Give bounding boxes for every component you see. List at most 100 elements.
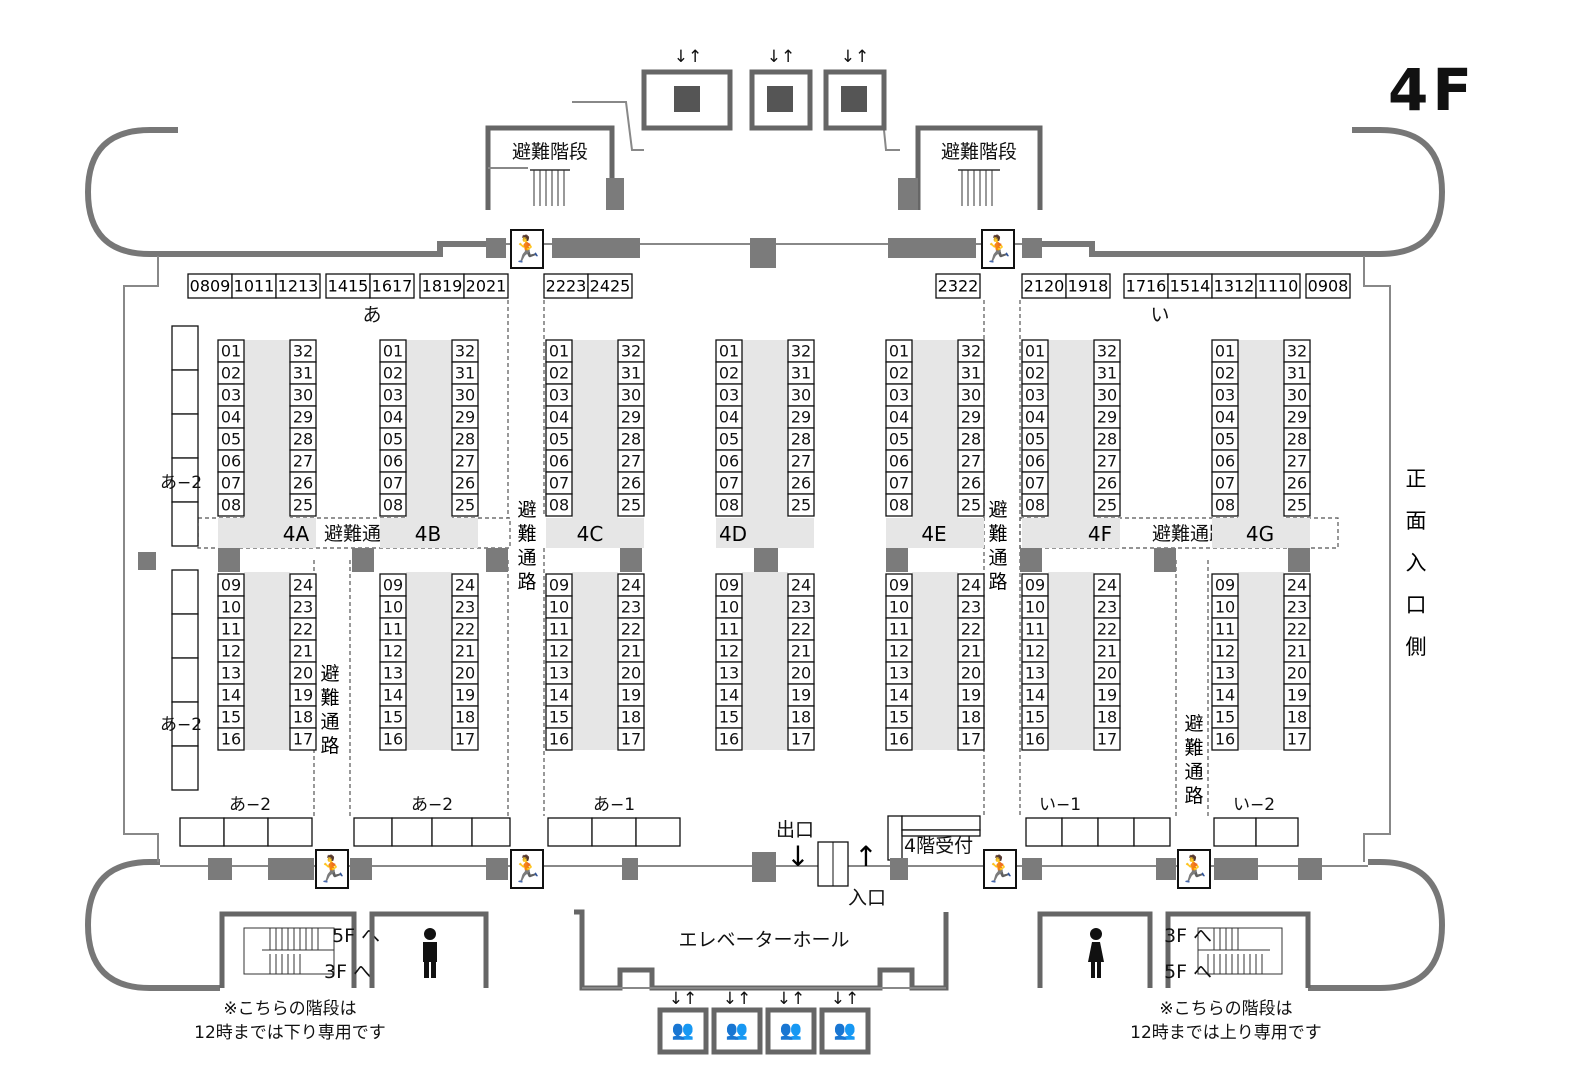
- booth-number: 05: [1215, 430, 1235, 449]
- booth-cell: 02: [1211, 361, 1239, 385]
- booth-cell: 05: [715, 427, 743, 451]
- booth-number: 31: [791, 364, 811, 383]
- front-entrance-char: 側: [1406, 635, 1427, 659]
- booth-number: 04: [549, 408, 569, 427]
- bottom-a2-1-label: あ−2: [229, 795, 271, 815]
- booth-number: 11: [1215, 620, 1235, 639]
- booth-number: 10: [889, 598, 909, 617]
- booth-number: 14: [1025, 686, 1045, 705]
- booth-cell: 14: [545, 683, 573, 707]
- front-entrance-char: 入: [1406, 551, 1427, 575]
- booth-cell: 32: [957, 339, 985, 363]
- booth-number: 15: [1215, 708, 1235, 727]
- booth-number: 20: [293, 664, 313, 683]
- booth-number: 14: [1215, 686, 1235, 705]
- booth-cell: 07: [545, 471, 573, 495]
- arrow-up-down-icon: ↓↑: [674, 47, 703, 67]
- booth-cell: 29: [1093, 405, 1121, 429]
- svg-text:🏃: 🏃: [1178, 854, 1210, 885]
- booth-number: 05: [221, 430, 241, 449]
- booth-number: 08: [1215, 496, 1235, 515]
- booth-cell: 31: [451, 361, 479, 385]
- booth-cell: 32: [289, 339, 317, 363]
- booth-number: 28: [961, 430, 981, 449]
- emergency-exit-icon: 🏃: [510, 229, 544, 269]
- booth-cell: 01: [1211, 339, 1239, 363]
- booth-number: 30: [961, 386, 981, 405]
- booth-number: 25: [293, 496, 313, 515]
- booth-number: 14: [889, 686, 909, 705]
- booth-number: 12: [1025, 642, 1045, 661]
- booth-number: 12: [719, 642, 739, 661]
- booth-cell: 06: [379, 449, 407, 473]
- booth-number: 20: [1287, 664, 1307, 683]
- booth-cell: 28: [787, 427, 815, 451]
- booth-number: 08: [889, 496, 909, 515]
- men-restroom-icon: [423, 928, 437, 978]
- booth-cell: 12: [715, 639, 743, 663]
- booth-number: 17: [1287, 730, 1307, 749]
- wall-booth: 1213: [275, 273, 321, 299]
- reception-label: 4階受付: [904, 835, 973, 857]
- booth-number: 05: [549, 430, 569, 449]
- booth-cell: 22: [451, 617, 479, 641]
- booth-number: 18: [1097, 708, 1117, 727]
- wall-booth-number: 1819: [422, 277, 463, 296]
- booth-number: 12: [383, 642, 403, 661]
- booth-cell: 07: [1021, 471, 1049, 495]
- note-left-line1: ※こちらの階段は: [223, 999, 356, 1019]
- booth-cell: 11: [1211, 617, 1239, 641]
- booth-number: 11: [719, 620, 739, 639]
- bottom-a1-label: あ−1: [593, 795, 635, 815]
- booth-number: 32: [621, 342, 641, 361]
- booth-number: 21: [961, 642, 981, 661]
- booth-cell: 16: [1211, 727, 1239, 751]
- floor-title: 4F: [1388, 56, 1476, 124]
- booth-cell: 25: [289, 493, 317, 517]
- booth-cell: 22: [787, 617, 815, 641]
- booth-number: 17: [293, 730, 313, 749]
- booth-cell: 05: [885, 427, 913, 451]
- booth-number: 17: [455, 730, 475, 749]
- booth-cell: 31: [289, 361, 317, 385]
- booth-number: 26: [1287, 474, 1307, 493]
- booth-number: 06: [221, 452, 241, 471]
- booth-cell: 24: [957, 573, 985, 597]
- booth-cell: 02: [379, 361, 407, 385]
- evac-vertical-char: 避: [517, 499, 536, 521]
- booth-cell: 26: [289, 471, 317, 495]
- booth-cell: 18: [787, 705, 815, 729]
- wall-booth-number: 1312: [1214, 277, 1255, 296]
- arrow-down-icon: ↓: [786, 840, 809, 873]
- booth-cell: 25: [451, 493, 479, 517]
- booth-number: 10: [221, 598, 241, 617]
- booth-cell: 09: [1021, 573, 1049, 597]
- bottom-a2-2-label: あ−2: [411, 795, 453, 815]
- wall-booth-number: 1617: [372, 277, 413, 296]
- wall-booth-number: 1716: [1126, 277, 1167, 296]
- booth-cell: 08: [885, 493, 913, 517]
- booth-cell: 14: [715, 683, 743, 707]
- booth-cell: 06: [1211, 449, 1239, 473]
- evac-vertical-char: 路: [320, 735, 339, 757]
- booth-number: 32: [791, 342, 811, 361]
- booth-number: 08: [383, 496, 403, 515]
- booth-cell: 22: [289, 617, 317, 641]
- booth-number: 11: [889, 620, 909, 639]
- booth-number: 24: [455, 576, 475, 595]
- booth-cell: 05: [1211, 427, 1239, 451]
- booth-number: 20: [961, 664, 981, 683]
- booth-cell: 27: [289, 449, 317, 473]
- booth-cell: 32: [451, 339, 479, 363]
- entrance-label: 入口: [848, 887, 886, 909]
- note-right-line1: ※こちらの階段は: [1159, 999, 1292, 1019]
- booth-cell: 10: [1211, 595, 1239, 619]
- booth-cell: 27: [1283, 449, 1311, 473]
- booth-number: 15: [889, 708, 909, 727]
- booth-number: 13: [1025, 664, 1045, 683]
- booth-number: 20: [621, 664, 641, 683]
- booth-cell: 10: [885, 595, 913, 619]
- booth-cell: 30: [957, 383, 985, 407]
- booth-number: 23: [1097, 598, 1117, 617]
